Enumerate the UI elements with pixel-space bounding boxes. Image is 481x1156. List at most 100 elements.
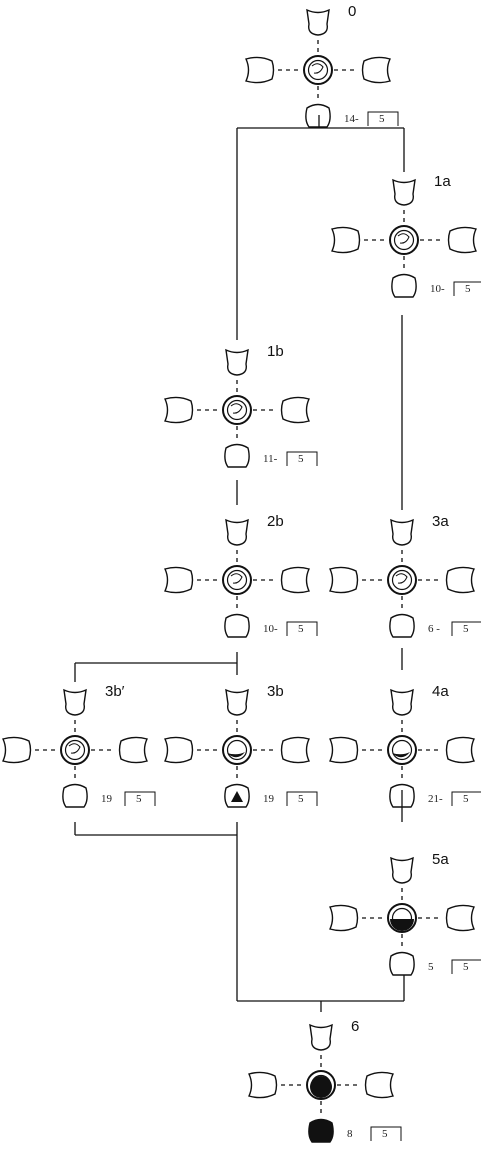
top-view-shape — [390, 518, 414, 546]
right-view-shape — [445, 566, 475, 594]
center-ring-outer — [389, 225, 419, 255]
center-ring-outer — [222, 395, 252, 425]
left-view-shape — [329, 566, 359, 594]
scale-label: 5 — [463, 793, 469, 805]
scale-bracket — [286, 791, 318, 806]
stage-label: 5a — [432, 851, 449, 868]
center-ring-outer — [303, 55, 333, 85]
stage-4a: 4a 21- 5 — [329, 683, 481, 808]
scale-bracket — [451, 959, 481, 974]
count-label: 21- — [428, 793, 443, 805]
bottom-marking — [231, 791, 243, 802]
scale-label: 5 — [463, 623, 469, 635]
top-view-shape — [390, 856, 414, 884]
center-detail — [397, 233, 410, 244]
stage-3b: 3b 19 5 — [164, 683, 318, 808]
stage-3a: 3a 6 - 5 — [329, 513, 481, 638]
count-label: 19 — [263, 793, 275, 805]
bottom-view-shape — [389, 613, 415, 638]
scale-label: 5 — [465, 283, 471, 295]
center-ring-inner — [226, 739, 248, 761]
left-view-shape — [329, 736, 359, 764]
left-view-shape — [329, 904, 359, 932]
top-view-shape — [306, 8, 330, 36]
stage-label: 3a — [432, 513, 449, 530]
left-view-shape — [164, 396, 194, 424]
stage-2b: 2b 10- 5 — [164, 513, 318, 638]
stage-label: 6 — [351, 1018, 359, 1035]
center-fill — [390, 919, 414, 931]
center-detail — [311, 63, 324, 74]
right-view-shape — [447, 226, 477, 254]
stage-label: 4a — [432, 683, 449, 700]
left-view-shape — [164, 566, 194, 594]
bottom-view-shape — [391, 273, 417, 298]
stage-label: 0 — [348, 3, 356, 20]
center-ring-inner — [391, 739, 413, 761]
right-view-shape — [364, 1071, 394, 1099]
count-label: 6 - — [428, 623, 440, 635]
count-label: 5 — [428, 961, 434, 973]
bottom-view-shape — [224, 613, 250, 638]
scale-bracket — [124, 791, 156, 806]
bottom-view-shape — [389, 783, 415, 808]
left-view-shape — [331, 226, 361, 254]
scale-label: 5 — [298, 623, 304, 635]
center-ring-outer — [222, 735, 252, 765]
scale-bracket — [367, 111, 399, 126]
right-view-shape — [445, 904, 475, 932]
right-view-shape — [445, 736, 475, 764]
right-view-shape — [280, 566, 310, 594]
center-detail — [395, 573, 408, 584]
left-view-shape — [245, 56, 275, 84]
stage-label: 2b — [267, 513, 284, 530]
count-label: 10- — [263, 623, 278, 635]
center-ring-inner — [307, 59, 329, 81]
left-view-shape — [164, 736, 194, 764]
center-ring-outer — [222, 565, 252, 595]
center-ring-outer — [387, 735, 417, 765]
stage-6: 6 8 5 — [248, 1018, 402, 1143]
center-ring-outer — [387, 903, 417, 933]
bottom-view-shape — [62, 783, 88, 808]
stage-label: 3b′ — [105, 683, 125, 700]
stage-3bp: 3b′ 19 5 — [2, 683, 156, 808]
scale-label: 5 — [298, 793, 304, 805]
scale-label: 5 — [379, 113, 385, 125]
scale-label: 5 — [136, 793, 142, 805]
count-label: 8 — [347, 1128, 353, 1140]
bottom-view-shape — [308, 1118, 334, 1143]
right-view-shape — [118, 736, 148, 764]
center-fill — [227, 752, 245, 758]
top-view-shape — [225, 688, 249, 716]
scale-label: 5 — [382, 1128, 388, 1140]
top-view-shape — [225, 518, 249, 546]
stage-0: 0 14- 5 — [245, 3, 399, 128]
scale-bracket — [451, 791, 481, 806]
stage-label: 3b — [267, 683, 284, 700]
left-view-shape — [2, 736, 32, 764]
bottom-view-shape — [305, 103, 331, 128]
center-ring-inner — [393, 229, 415, 251]
scale-bracket — [286, 621, 318, 636]
center-fill — [392, 752, 410, 758]
count-label: 14- — [344, 113, 359, 125]
bottom-view-shape — [224, 783, 250, 808]
right-view-shape — [280, 396, 310, 424]
center-ring-inner — [391, 569, 413, 591]
top-view-shape — [390, 688, 414, 716]
top-view-shape — [63, 688, 87, 716]
center-ring-inner — [64, 739, 86, 761]
scale-label: 5 — [298, 453, 304, 465]
top-view-shape — [309, 1023, 333, 1051]
count-label: 19 — [101, 793, 113, 805]
right-view-shape — [280, 736, 310, 764]
center-detail — [230, 573, 243, 584]
scale-bracket — [370, 1126, 402, 1141]
bottom-view-shape — [389, 951, 415, 976]
stage-label: 1a — [434, 173, 451, 190]
